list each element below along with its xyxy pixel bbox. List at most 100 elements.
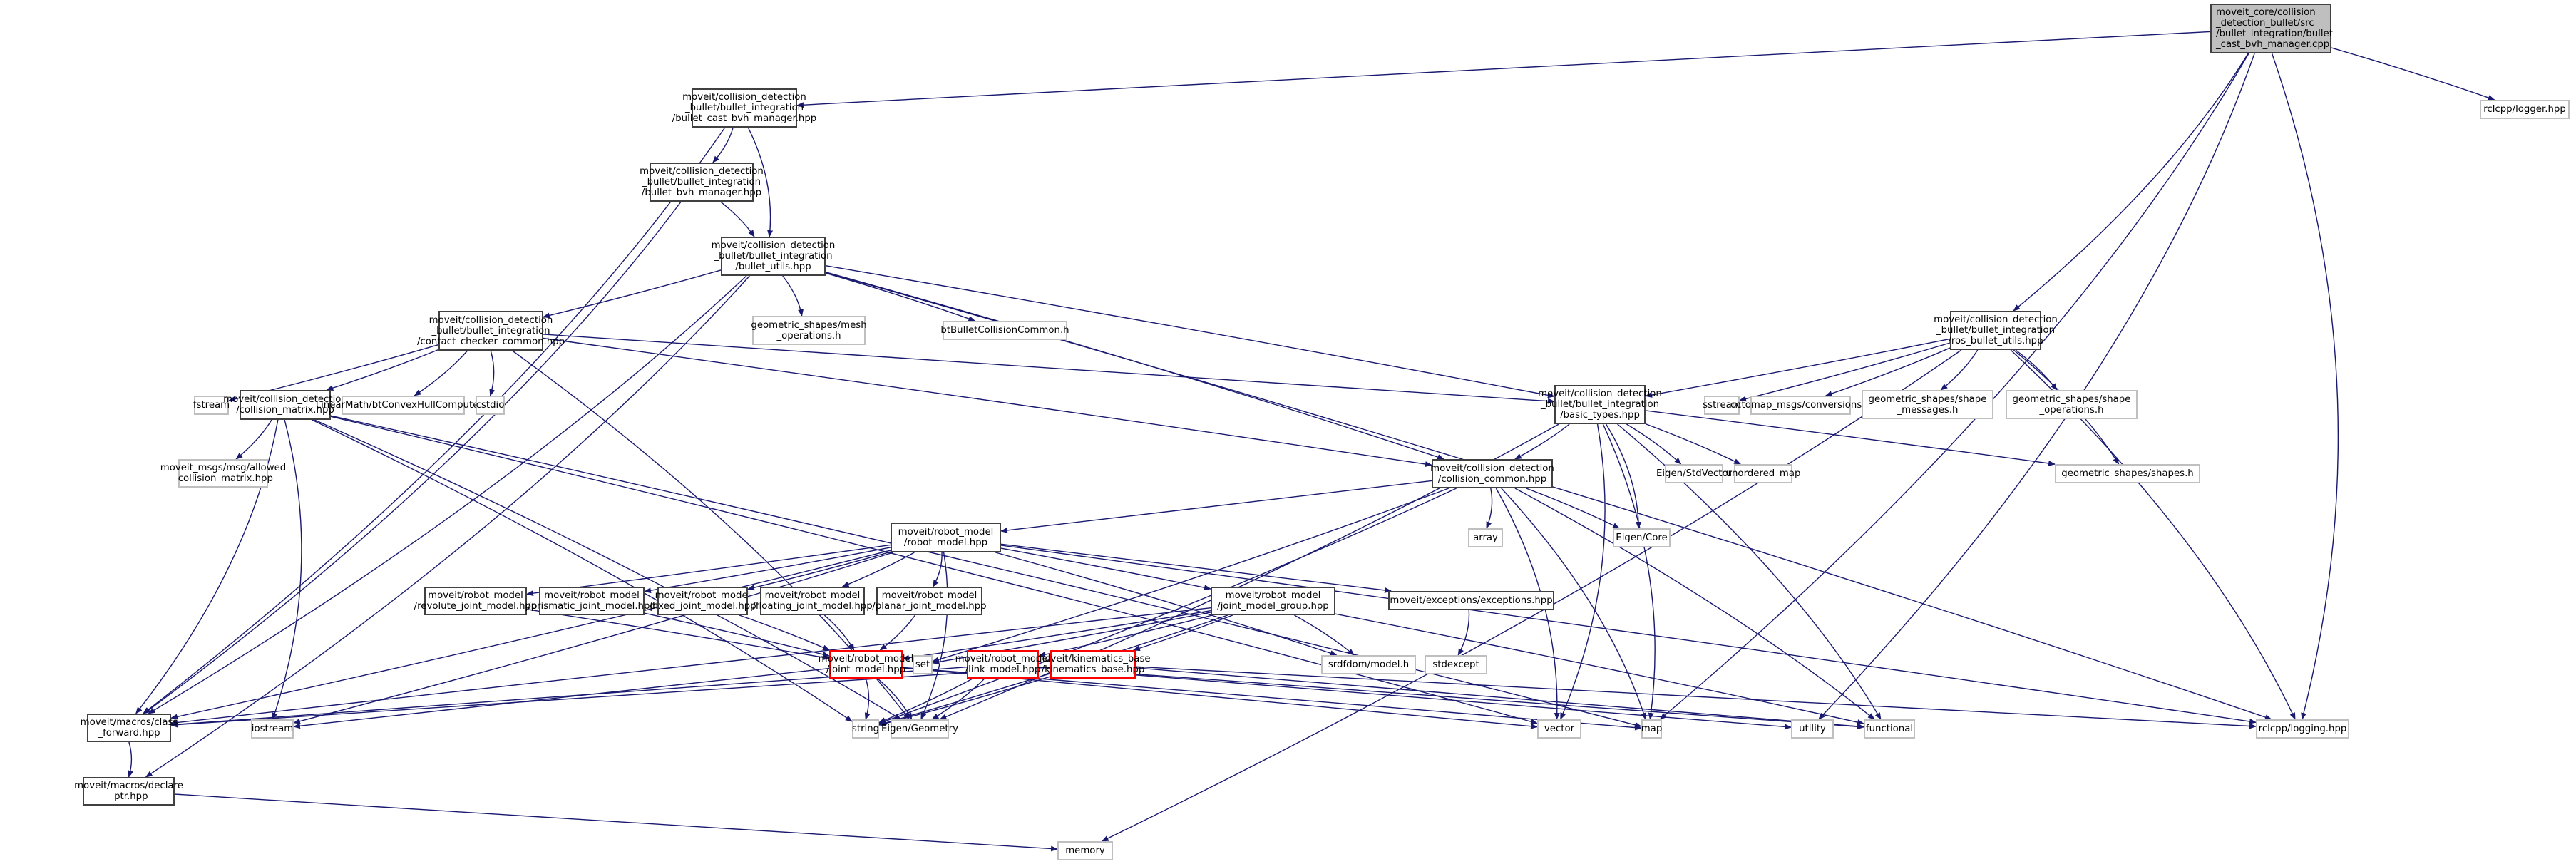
graph-node-ccommon[interactable]: moveit/collision_detection /collision_co…: [1430, 459, 1554, 488]
edge-cast-hpp-to-bvh-hpp: [712, 127, 734, 163]
graph-node-class-fwd[interactable]: moveit/macros/class _forward.hpp: [81, 714, 178, 742]
graph-node-link-model[interactable]: moveit/robot_model /link_model.hpp: [955, 650, 1050, 679]
node-label: moveit/robot_model /joint_model.hpp: [818, 654, 914, 675]
graph-node-declare-ptr[interactable]: moveit/macros/declare _ptr.hpp: [74, 777, 183, 806]
edge-prismatic-to-joint-model: [644, 612, 830, 657]
edge-cmatrix-to-geometry: [314, 419, 902, 720]
edge-root-to-logging: [2271, 53, 2339, 720]
graph-node-cmatrix[interactable]: moveit/collision_detection /collision_ma…: [223, 390, 347, 420]
graph-node-shape-ops[interactable]: geometric_shapes/shape _operations.h: [2006, 390, 2138, 419]
node-label: moveit/kinematics_base /kinematics_base.…: [1035, 654, 1151, 675]
graph-node-srdf[interactable]: srdfdom/model.h: [1321, 655, 1416, 674]
graph-node-sstream[interactable]: sstream: [1703, 396, 1741, 415]
graph-node-functional[interactable]: functional: [1864, 719, 1915, 739]
node-label: moveit/collision_detection _bullet/bulle…: [1934, 314, 2058, 346]
edge-basic-types-to-shapes: [1645, 410, 2056, 466]
node-label: Eigen/Geometry: [881, 724, 958, 734]
graph-node-btcoll[interactable]: btBulletCollisionCommon.h: [940, 321, 1069, 340]
edge-jmg-to-kin-base: [1132, 614, 1233, 652]
graph-node-utility[interactable]: utility: [1791, 719, 1834, 739]
graph-node-prismatic[interactable]: moveit/robot_model /prismatic_joint_mode…: [528, 587, 656, 615]
edge-ccommon-to-array: [1486, 488, 1493, 529]
node-label: Eigen/Core: [1616, 533, 1668, 543]
graph-node-fixed[interactable]: moveit/robot_model /fixed_joint_model.hp…: [649, 587, 756, 615]
node-label: moveit/robot_model /prismatic_joint_mode…: [528, 590, 656, 612]
graph-node-logger[interactable]: rclcpp/logger.hpp: [2480, 100, 2570, 119]
graph-node-acm[interactable]: moveit_msgs/msg/allowed _collision_matri…: [160, 459, 286, 488]
edge-ccommon-to-string: [878, 488, 1457, 724]
edge-ccommon-to-robot-model: [1000, 480, 1432, 533]
graph-node-string[interactable]: string: [852, 719, 879, 739]
graph-node-logging[interactable]: rclcpp/logging.hpp: [2256, 719, 2349, 739]
node-label: fstream: [193, 400, 230, 411]
graph-node-eigencore[interactable]: Eigen/Core: [1613, 528, 1671, 547]
node-label: array: [1473, 533, 1498, 543]
graph-node-bvh-hpp[interactable]: moveit/collision_detection _bullet/bulle…: [640, 163, 764, 202]
edge-robot-model-to-floating: [841, 552, 915, 587]
graph-node-exceptions[interactable]: moveit/exceptions/exceptions.hpp: [1388, 591, 1554, 610]
graph-node-shapes[interactable]: geometric_shapes/shapes.h: [2055, 464, 2200, 483]
edge-ccommon-to-functional: [1514, 488, 1875, 720]
node-label: moveit/robot_model /planar_joint_model.h…: [872, 590, 987, 612]
edge-link-model-to-geometry: [931, 678, 985, 720]
edge-jmg-to-joint-model: [902, 610, 1211, 661]
edge-joint-model-to-string: [864, 678, 871, 720]
node-label: geometric_shapes/shape _messages.h: [1868, 394, 1987, 416]
node-label: rclcpp/logger.hpp: [2483, 104, 2566, 115]
edge-robot-model-to-srdf: [995, 552, 1338, 656]
graph-node-fstream[interactable]: fstream: [193, 396, 230, 415]
graph-node-kin-base[interactable]: moveit/kinematics_base /kinematics_base.…: [1035, 650, 1151, 679]
graph-node-stdexcept[interactable]: stdexcept: [1425, 655, 1487, 674]
graph-node-planar[interactable]: moveit/robot_model /planar_joint_model.h…: [872, 587, 987, 615]
node-label: utility: [1799, 724, 1826, 734]
graph-node-floating[interactable]: moveit/robot_model /floating_joint_model…: [752, 587, 873, 615]
graph-node-iostream[interactable]: iostream: [251, 719, 294, 739]
node-label: LinearMath/btConvexHullComputer.h: [315, 400, 491, 411]
node-label: memory: [1065, 845, 1105, 856]
graph-node-mesh-ops[interactable]: geometric_shapes/mesh _operations.h: [751, 316, 867, 345]
graph-node-robot-model[interactable]: moveit/robot_model /robot_model.hpp: [891, 523, 1001, 552]
graph-node-shape-msgs[interactable]: geometric_shapes/shape _messages.h: [1862, 390, 1993, 419]
graph-node-revolute[interactable]: moveit/robot_model /revolute_joint_model…: [414, 587, 537, 615]
edge-kin-base-to-string: [878, 676, 1051, 726]
node-label: Eigen/StdVector: [1656, 468, 1733, 479]
edge-ccommon-to-set: [932, 488, 1449, 663]
graph-node-cstdio[interactable]: cstdio: [476, 396, 505, 415]
graph-node-array[interactable]: array: [1468, 528, 1503, 547]
edge-kin-base-to-class-fwd: [170, 667, 1051, 728]
edge-fixed-to-joint-model: [739, 614, 830, 651]
graph-node-octomap[interactable]: octomap_msgs/conversions.h: [1730, 396, 1871, 415]
graph-node-vector[interactable]: vector: [1537, 719, 1581, 739]
graph-node-stdvector[interactable]: Eigen/StdVector: [1656, 464, 1732, 483]
node-label: geometric_shapes/shapes.h: [2061, 468, 2194, 479]
graph-node-hull[interactable]: LinearMath/btConvexHullComputer.h: [316, 396, 491, 415]
node-label: cstdio: [476, 400, 505, 411]
graph-node-set[interactable]: set: [913, 655, 933, 674]
edge-utils-hpp-to-btcoll: [825, 272, 976, 322]
edge-contact-to-cstdio: [489, 350, 496, 396]
edge-link-model-to-functional: [1038, 666, 1864, 730]
graph-node-cast-hpp[interactable]: moveit/collision_detection _bullet/bulle…: [672, 88, 816, 128]
node-label: octomap_msgs/conversions.h: [1730, 400, 1871, 411]
graph-node-utils-hpp[interactable]: moveit/collision_detection _bullet/bulle…: [712, 237, 835, 276]
node-label: moveit/robot_model /fixed_joint_model.hp…: [649, 590, 756, 612]
graph-node-joint-model[interactable]: moveit/robot_model /joint_model.hpp: [819, 650, 913, 679]
graph-node-contact[interactable]: moveit/collision_detection _bullet/bulle…: [417, 311, 565, 351]
graph-node-jmg[interactable]: moveit/robot_model /joint_model_group.hp…: [1211, 587, 1335, 615]
graph-node-root[interactable]: moveit_core/collision _detection_bullet/…: [2210, 4, 2333, 53]
edge-jmg-to-srdf: [1294, 614, 1355, 656]
edge-ros-utils-to-octomap: [1825, 347, 1951, 396]
edge-bvh-hpp-to-utils-hpp: [720, 201, 755, 237]
graph-node-memory[interactable]: memory: [1057, 841, 1113, 860]
graph-node-umap[interactable]: unordered_map: [1726, 464, 1800, 483]
edge-contact-to-cmatrix: [326, 349, 439, 391]
edge-basic-types-to-eigencore: [1606, 423, 1642, 529]
graph-node-ros-utils[interactable]: moveit/collision_detection _bullet/bulle…: [1934, 311, 2058, 350]
graph-node-map[interactable]: map: [1641, 719, 1662, 739]
graph-node-geometry[interactable]: Eigen/Geometry: [881, 719, 958, 739]
graph-node-basic-types[interactable]: moveit/collision_detection _bullet/bulle…: [1538, 385, 1662, 424]
edge-cmatrix-to-string: [312, 419, 853, 722]
edge-robot-model-to-geometry: [920, 552, 948, 720]
node-label: moveit/robot_model /floating_joint_model…: [752, 590, 873, 612]
